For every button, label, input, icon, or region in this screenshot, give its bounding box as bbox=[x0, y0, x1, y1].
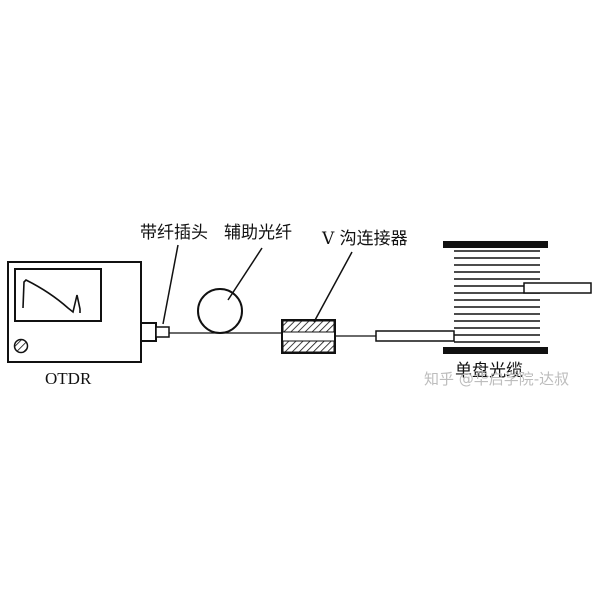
cable-reel bbox=[375, 241, 592, 354]
reel-windings bbox=[454, 250, 540, 343]
otdr-knob bbox=[13, 338, 29, 354]
otdr-connector-port bbox=[140, 322, 157, 342]
leader-auxiliary-fiber bbox=[227, 247, 263, 301]
cable-lead-in bbox=[375, 330, 455, 342]
leader-v-groove bbox=[313, 251, 353, 323]
watermark: 知乎 @华启学院-达叔 bbox=[424, 370, 569, 388]
cable-lead-out bbox=[523, 282, 592, 294]
reel-flange-top bbox=[443, 241, 548, 248]
otdr-label: OTDR bbox=[45, 369, 92, 388]
reel-flange-bottom bbox=[443, 347, 548, 354]
reel-cable-label: 单盘光缆 bbox=[455, 361, 523, 381]
otdr-screen bbox=[14, 268, 102, 322]
auxiliary-fiber-coil bbox=[197, 288, 243, 334]
v-groove-upper-hatch bbox=[282, 320, 335, 333]
v-groove-connector bbox=[281, 319, 376, 354]
auxiliary-fiber-label: 辅助光纤 bbox=[224, 223, 292, 243]
fiber-plug-label: 带纤插头 bbox=[140, 223, 208, 243]
otdr-trace bbox=[22, 279, 81, 314]
leader-fiber-plug bbox=[162, 244, 179, 325]
fiber-path bbox=[169, 288, 282, 334]
otdr-instrument: OTDR bbox=[7, 261, 170, 388]
v-groove-lower-hatch bbox=[282, 340, 335, 353]
leader-lines bbox=[162, 244, 353, 325]
fiber-plug bbox=[155, 326, 170, 338]
v-groove-connector-label: V 沟连接器 bbox=[321, 229, 408, 249]
